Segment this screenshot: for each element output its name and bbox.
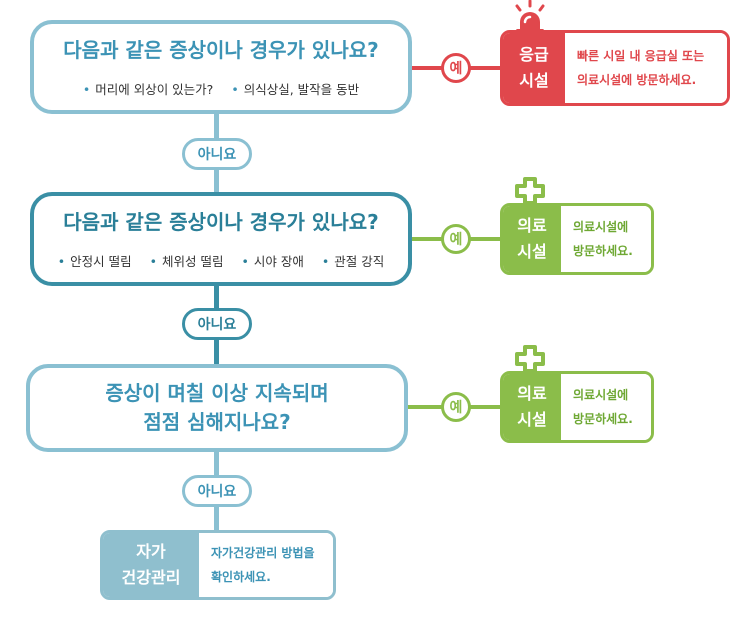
question-1-title: 다음과 같은 증상이나 경우가 있나요? xyxy=(63,38,379,62)
medical-2-text-line-2: 방문하세요. xyxy=(573,412,633,426)
selfcare-text-line-1: 자가건강관리 방법을 xyxy=(211,546,315,560)
question-2-bullet: 안정시 떨림 xyxy=(58,251,131,270)
question-1-bullets: 머리에 외상이 있는가? 의식상실, 발작을 동반 xyxy=(83,79,359,98)
medical-1-text-line-2: 방문하세요. xyxy=(573,244,633,258)
selfcare-text: 자가건강관리 방법을 확인하세요. xyxy=(199,533,333,597)
yes-circle-3: 예 xyxy=(441,392,471,422)
medical-1-text-line-1: 의료시설에 xyxy=(573,220,629,234)
medical-cross-icon xyxy=(515,177,545,205)
medical-cross-icon xyxy=(515,345,545,373)
no-pill-3: 아니요 xyxy=(182,475,252,507)
medical-2-label-line-1: 의료 xyxy=(517,384,547,404)
medical-1-label-line-2: 시설 xyxy=(517,242,547,261)
question-1-bullet: 머리에 외상이 있는가? xyxy=(83,79,213,98)
question-box-1: 다음과 같은 증상이나 경우가 있나요? 머리에 외상이 있는가? 의식상실, … xyxy=(30,20,412,114)
question-2-bullets: 안정시 떨림 체위성 떨림 시야 장애 관절 강직 xyxy=(58,251,384,270)
question-3-line-1: 증상이 며칠 이상 지속되며 xyxy=(105,381,329,405)
yes-circle-1: 예 xyxy=(441,53,471,83)
medical-2-text: 의료시설에 방문하세요. xyxy=(561,374,651,440)
question-box-2: 다음과 같은 증상이나 경우가 있나요? 안정시 떨림 체위성 떨림 시야 장애… xyxy=(30,192,412,286)
no-pill-1: 아니요 xyxy=(182,138,252,170)
emergency-label: 응급 시설 xyxy=(503,33,565,103)
emergency-text-line-2: 의료시설에 방문하세요. xyxy=(577,73,697,87)
medical-1-label: 의료 시설 xyxy=(503,206,561,272)
question-3-line-2: 점점 심해지나요? xyxy=(143,410,291,434)
selfcare-text-line-2: 확인하세요. xyxy=(211,570,271,584)
siren-icon xyxy=(515,0,545,34)
no-pill-2: 아니요 xyxy=(182,308,252,340)
emergency-result-box: 응급 시설 빠른 시일 내 응급실 또는 의료시설에 방문하세요. xyxy=(500,30,730,106)
emergency-text-line-1: 빠른 시일 내 응급실 또는 xyxy=(577,49,705,63)
medical-1-text: 의료시설에 방문하세요. xyxy=(561,206,651,272)
emergency-label-line-2: 시설 xyxy=(519,71,549,90)
selfcare-label: 자가 건강관리 xyxy=(103,533,199,597)
medical-2-label: 의료 시설 xyxy=(503,374,561,440)
medical-2-label-line-2: 시설 xyxy=(517,410,547,429)
medical-result-box-1: 의료 시설 의료시설에 방문하세요. xyxy=(500,203,654,275)
selfcare-label-line-1: 자가 xyxy=(136,542,166,562)
question-1-bullet: 의식상실, 발작을 동반 xyxy=(231,79,359,98)
question-2-bullet: 체위성 떨림 xyxy=(150,251,223,270)
emergency-text: 빠른 시일 내 응급실 또는 의료시설에 방문하세요. xyxy=(565,33,727,103)
emergency-label-line-1: 응급 xyxy=(519,45,549,65)
question-box-3: 증상이 며칠 이상 지속되며 점점 심해지나요? xyxy=(26,364,408,452)
question-2-title: 다음과 같은 증상이나 경우가 있나요? xyxy=(63,210,379,234)
medical-1-label-line-1: 의료 xyxy=(517,216,547,236)
medical-2-text-line-1: 의료시설에 xyxy=(573,388,629,402)
medical-result-box-2: 의료 시설 의료시설에 방문하세요. xyxy=(500,371,654,443)
question-2-bullet: 시야 장애 xyxy=(242,251,304,270)
question-2-bullet: 관절 강직 xyxy=(322,251,384,270)
selfcare-result-box: 자가 건강관리 자가건강관리 방법을 확인하세요. xyxy=(100,530,336,600)
selfcare-label-line-2: 건강관리 xyxy=(121,568,181,587)
yes-circle-2: 예 xyxy=(441,224,471,254)
